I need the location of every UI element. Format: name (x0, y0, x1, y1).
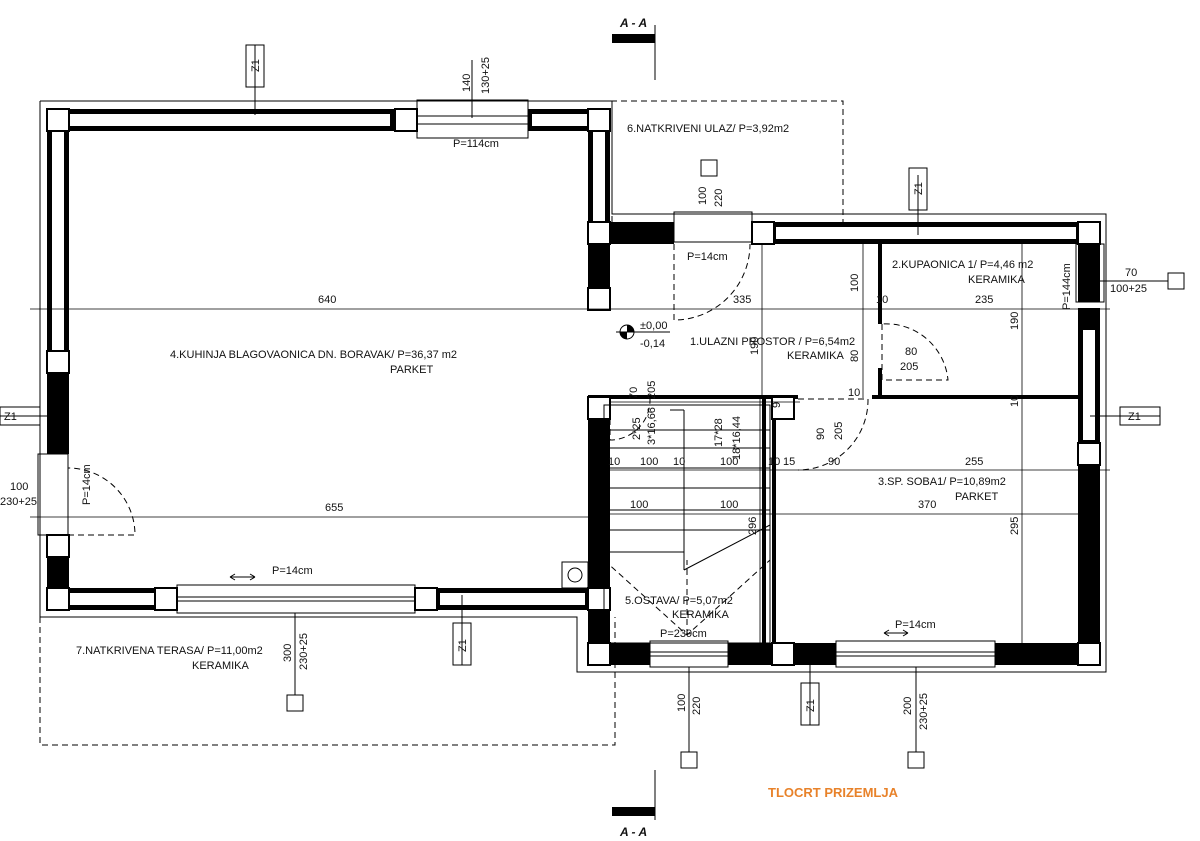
room-floor: PARKET (390, 364, 433, 376)
parapet-label: P=114cm (453, 138, 499, 150)
opening-height: 205 (833, 422, 845, 440)
room-name: 6.NATKRIVENI ULAZ/ P=3,92m2 (627, 123, 789, 135)
stair-spec: 3*16,66 (646, 407, 658, 445)
room-name: 7.NATKRIVENA TERASA/ P=11,00m2 (76, 645, 263, 657)
elevation-upper: ±0,00 (640, 320, 667, 332)
dimension-value: 10 (1009, 395, 1021, 407)
dimension-value: 10 (848, 387, 860, 399)
section-label: A - A (619, 825, 647, 839)
dimension-value: 100 (630, 499, 648, 511)
opening-height: 230+25 (918, 693, 930, 730)
axis-label: Z1 (913, 182, 925, 195)
opening-height: 230+25 (0, 496, 37, 508)
dimension-value: 100 (640, 456, 658, 468)
dimension-value: 10 (673, 456, 685, 468)
dimension-value: 296 (747, 517, 759, 535)
opening-width: 70 (1125, 267, 1137, 279)
windows (37, 99, 1105, 668)
room-name: 4.KUHINJA BLAGOVAONICA DN. BORAVAK/ P=36… (170, 349, 457, 361)
terrace-outline (39, 617, 616, 746)
chimney-circle (567, 567, 583, 583)
opening-width: 300 (282, 644, 294, 662)
dimension-value: 255 (965, 456, 983, 468)
parapet-label: P=239cm (660, 628, 707, 640)
elevation-lower: -0,14 (640, 338, 665, 350)
room-floor: KERAMIKA (968, 274, 1026, 286)
staircase (603, 404, 771, 644)
opening-height: 220 (713, 189, 725, 207)
dimension-lines (30, 244, 1110, 643)
opening-height: 130+25 (480, 57, 492, 94)
opening-width: 90 (815, 428, 827, 440)
dimension-value: 190 (749, 337, 761, 355)
opening-width: 140 (461, 74, 473, 92)
door-swings (67, 243, 949, 536)
axis-label: Z1 (250, 59, 262, 72)
dimension-value: 100 (849, 274, 861, 292)
opening-tags (286, 60, 1185, 769)
drawing-title: TLOCRT PRIZEMLJA (768, 785, 899, 800)
dimension-value: 10 (768, 456, 780, 468)
dimension-value: 15 (783, 456, 795, 468)
opening-width: 100 (676, 694, 688, 712)
dimension-value: 640 (318, 294, 336, 306)
dimension-value: 235 (975, 294, 993, 306)
dimension-value: 10 (876, 294, 888, 306)
room-floor: KERAMIKA (192, 660, 250, 672)
opening-width: 70 (628, 387, 640, 399)
axis-label: Z1 (1128, 411, 1141, 423)
parapet-label: P=14cm (272, 565, 313, 577)
dimension-value: 295 (1009, 517, 1021, 535)
axis-label: Z1 (805, 699, 817, 712)
opening-width: 80 (905, 346, 917, 358)
slide-arrows (229, 573, 909, 637)
dimension-value: 80 (849, 350, 861, 362)
room-floor: PARKET (955, 491, 998, 503)
axis-markers (0, 44, 1161, 726)
dimension-value: 335 (733, 294, 751, 306)
dimension-value: 10 (608, 456, 620, 468)
stair-spec: 17*28 (713, 418, 725, 447)
dimension-value: 100 (720, 456, 738, 468)
dimension-value: 100 (720, 499, 738, 511)
parapet-label: P=14cm (687, 251, 728, 263)
covered-entry-outline (611, 100, 844, 222)
dimension-value: 370 (918, 499, 936, 511)
parapet-label: P=14cm (895, 619, 936, 631)
room-name: 1.ULAZNI PROSTOR / P=6,54m2 (690, 336, 855, 348)
axis-label: Z1 (457, 639, 469, 652)
dimension-value: 190 (1009, 312, 1021, 330)
dimension-value: 90 (828, 456, 840, 468)
parapet-label: P=14cm (81, 464, 93, 505)
room-name: 2.KUPAONICA 1/ P=4,46 m2 (892, 259, 1033, 271)
parapet-label: P=144cm (1061, 263, 1073, 310)
outer-contour (39, 100, 1107, 673)
dimension-value: 655 (325, 502, 343, 514)
opening-width: 100 (697, 187, 709, 205)
section-markers (612, 25, 656, 820)
room-floor: KERAMIKA (787, 350, 845, 362)
section-label: A - A (619, 16, 647, 30)
room-floor: KERAMIKA (672, 609, 730, 621)
columns (46, 108, 1101, 666)
opening-height: 220 (691, 697, 703, 715)
stair-spec: 2*25 (631, 417, 643, 440)
opening-height: 205 (900, 361, 918, 373)
opening-width: 200 (902, 697, 914, 715)
stair-spec: 18*16,44 (731, 416, 743, 460)
dimension-value: 9 (771, 402, 783, 408)
opening-width: 100 (10, 481, 28, 493)
opening-height: 205 (646, 381, 658, 399)
axis-label: Z1 (4, 411, 17, 423)
elevation-marker (616, 324, 670, 340)
opening-height: 100+25 (1110, 283, 1147, 295)
room-name: 5.OSTAVA/ P=5,07m2 (625, 595, 733, 607)
room-name: 3.SP. SOBA1/ P=10,89m2 (878, 476, 1006, 488)
chimney-box (561, 561, 589, 589)
opening-height: 230+25 (298, 633, 310, 670)
